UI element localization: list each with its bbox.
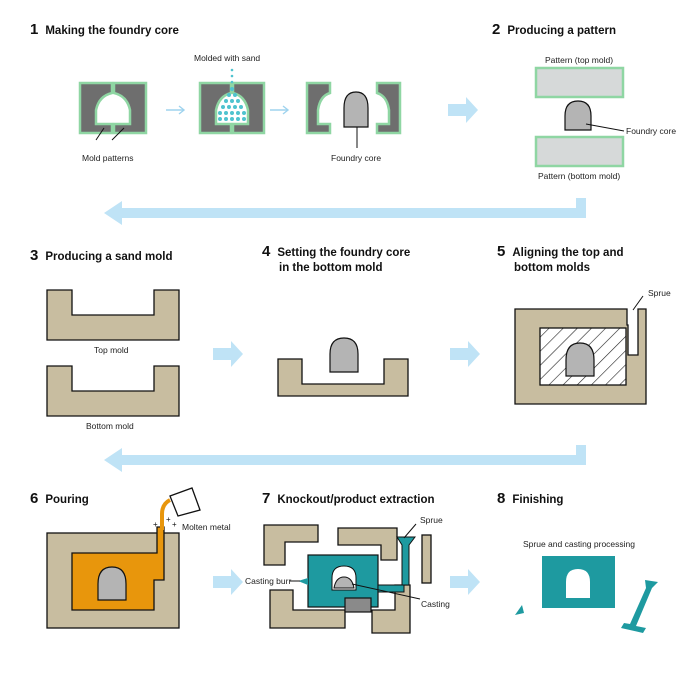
foundry-core-2 (564, 100, 592, 131)
aligned-molds (514, 308, 647, 405)
small-arrow-1 (166, 105, 186, 115)
big-arrow-6-7 (213, 569, 243, 595)
big-arrow-7-8 (450, 569, 480, 595)
small-arrow-2 (270, 105, 290, 115)
big-arrow-1-2 (448, 97, 478, 123)
casting-leader (351, 583, 421, 600)
molten-metal-label: Molten metal (182, 522, 231, 532)
big-arrow-3-4 (213, 341, 243, 367)
cut-sprue (621, 580, 658, 633)
top-mold-label: Top mold (94, 345, 129, 355)
foundry-core-label-1: Foundry core (331, 153, 382, 163)
pattern-top (534, 66, 625, 99)
mold-with-sand (198, 68, 266, 135)
mold-patterns-closed (78, 81, 148, 135)
foundry-core-label-2: Foundry core (626, 126, 677, 136)
sprue-leader-7 (403, 523, 417, 539)
knockout-pieces (263, 524, 432, 634)
connector-arrow-5-6 (104, 445, 586, 472)
big-arrow-4-5 (450, 341, 480, 367)
svg-text:+: + (153, 520, 158, 529)
finishing-note-label: Sprue and casting processing (523, 539, 635, 549)
sparks: +++ (153, 515, 177, 529)
pattern-bottom (534, 135, 625, 168)
mold-patterns-label: Mold patterns (82, 153, 134, 163)
bottom-mold (46, 365, 180, 417)
svg-text:+: + (166, 515, 171, 524)
core-remnant (344, 597, 372, 613)
bottom-mold-with-core (277, 358, 409, 397)
casting-label: Casting (421, 599, 450, 609)
foundry-core-4 (329, 337, 359, 373)
casting-teal (298, 536, 416, 608)
pattern-top-label: Pattern (top mold) (545, 55, 614, 65)
sprue-leader-5 (632, 295, 644, 311)
svg-text:+: + (172, 520, 177, 529)
core-leader-2 (585, 123, 625, 132)
ladle (160, 487, 201, 530)
mold-patterns-leader-right (111, 127, 125, 141)
bottom-mold-label: Bottom mold (86, 421, 134, 431)
casting-burr-label: Casting burr (245, 576, 292, 586)
pattern-bottom-label: Pattern (bottom mold) (538, 171, 621, 181)
pouring-mold (46, 526, 180, 629)
cut-burr (515, 605, 524, 615)
mold-patterns-leader-left (95, 127, 105, 141)
sprue-label-7: Sprue (420, 515, 443, 525)
top-mold (46, 289, 180, 341)
sprue-label-5: Sprue (648, 288, 671, 298)
opened-mold-with-core (305, 81, 402, 135)
molded-with-sand-label: Molded with sand (194, 53, 261, 63)
finished-casting (542, 556, 615, 608)
connector-arrow-2-3 (104, 198, 586, 225)
